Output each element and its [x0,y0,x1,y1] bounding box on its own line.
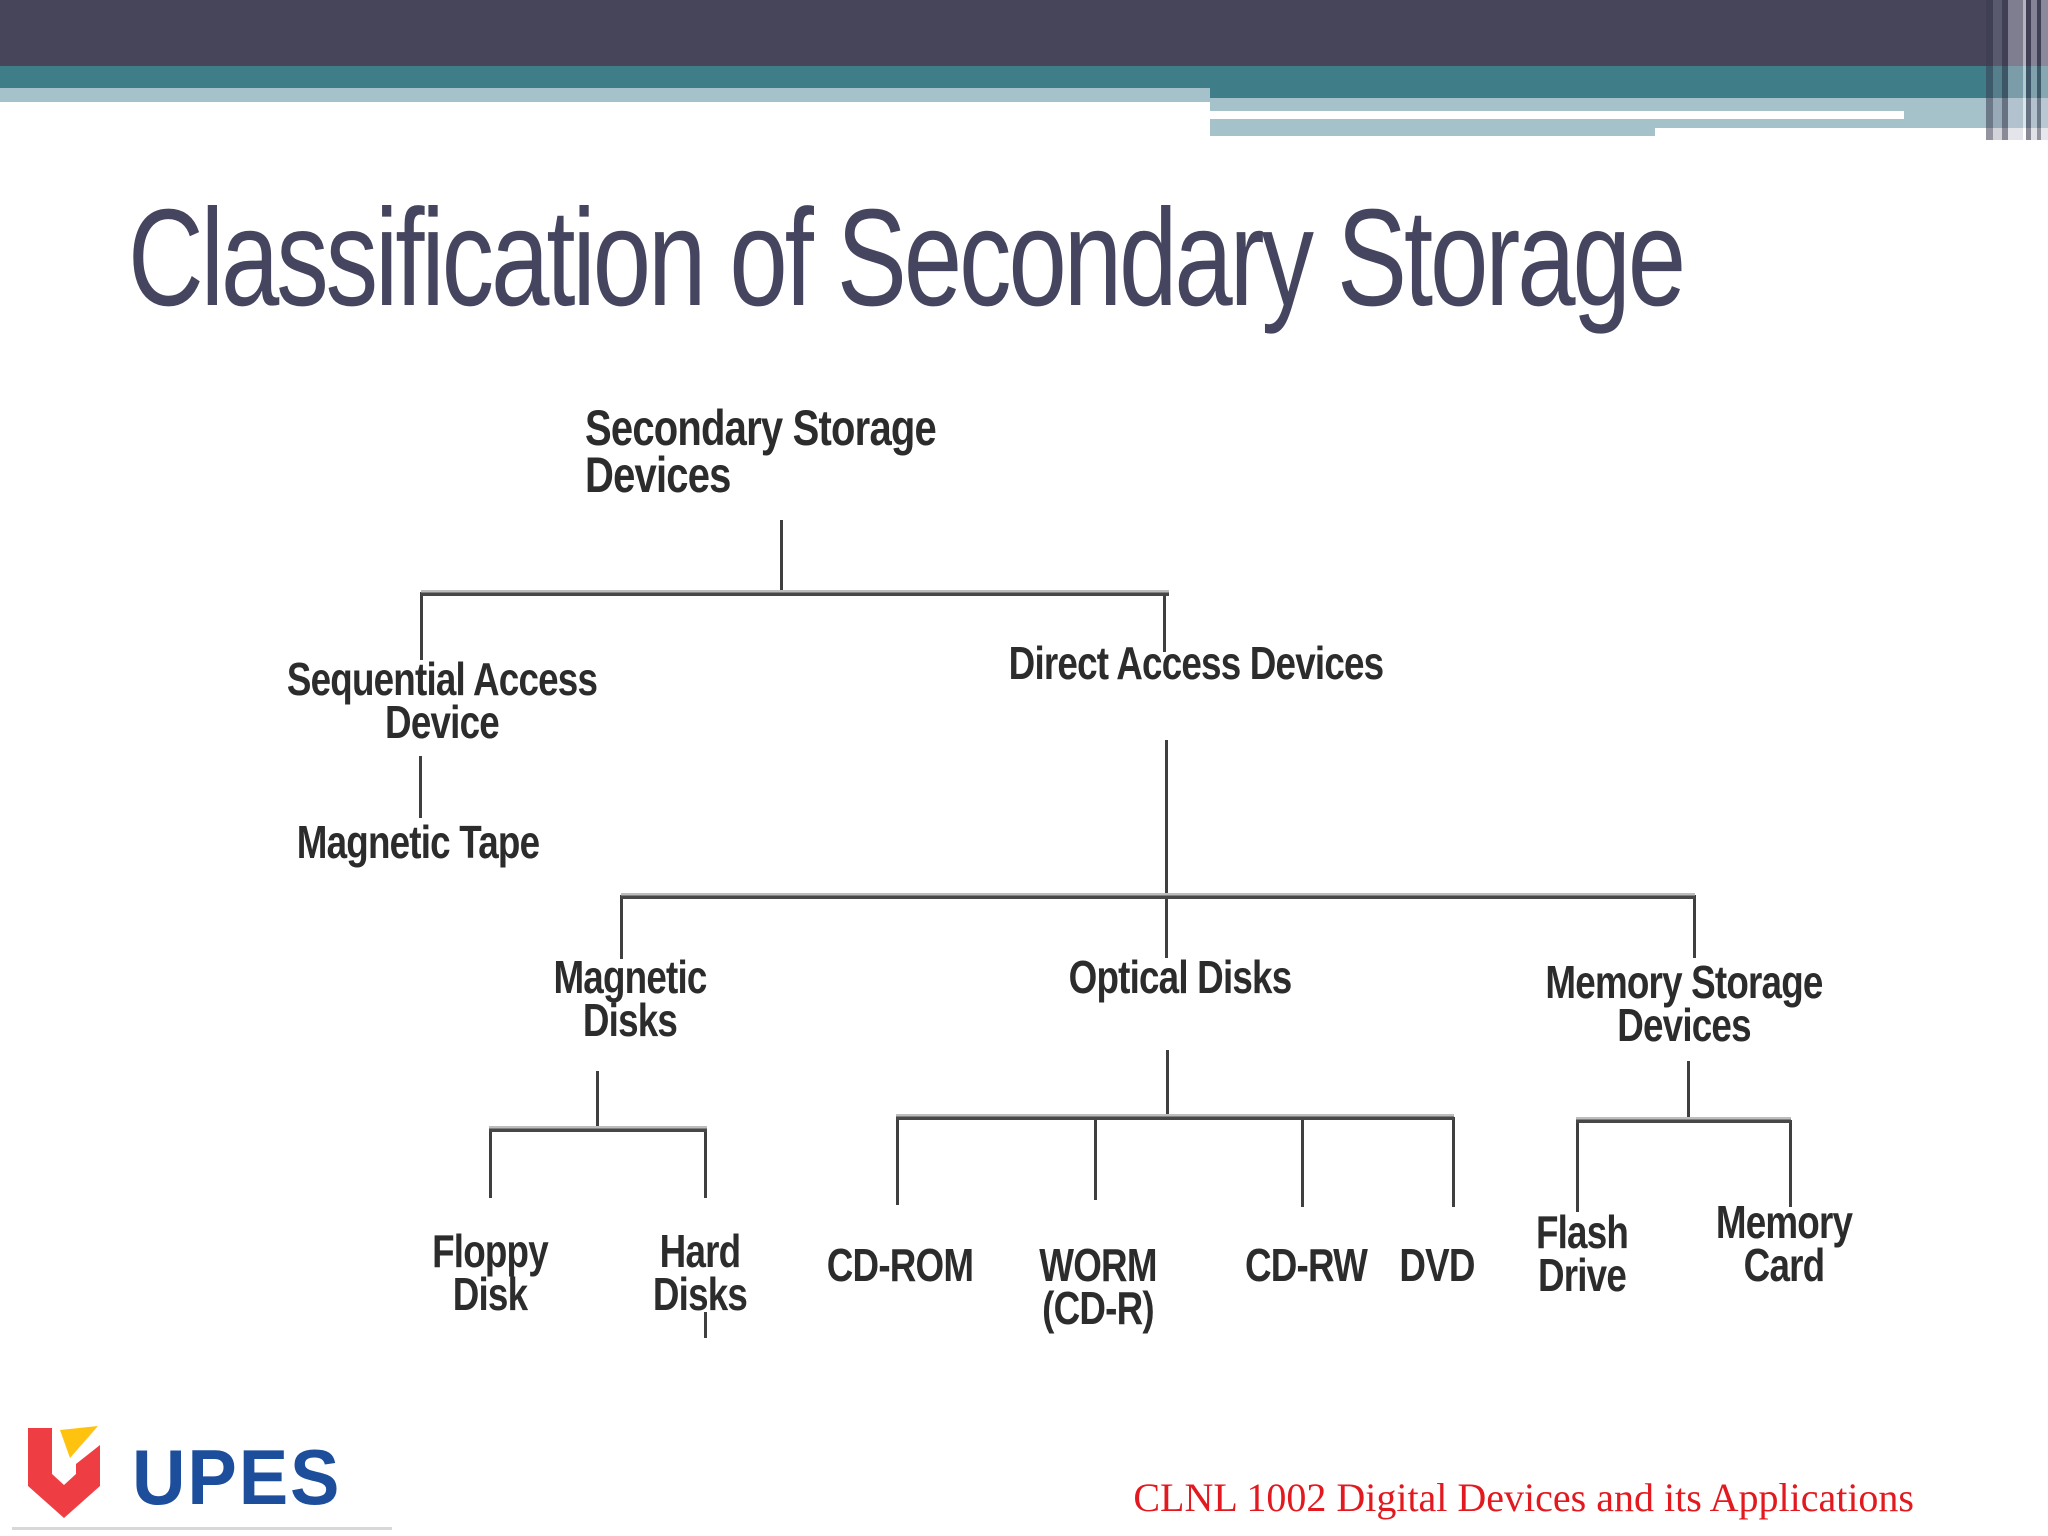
node-floppy-disk: Floppy Disk [432,1225,549,1321]
node-flash-drive: Flash Drive [1535,1206,1629,1302]
header-notch-white [1655,128,2048,136]
header-stripe-light [0,88,1210,102]
course-label: CLNL 1002 Digital Devices and its Applic… [1133,1475,1914,1520]
node-dvd: DVD [1399,1239,1475,1291]
connector-bar [421,590,1169,596]
node-secondary-storage-devices: Secondary Storage Devices [585,400,937,503]
node-cd-rom: CD-ROM [826,1239,974,1291]
node-magnetic-tape: Magnetic Tape [296,816,540,868]
node-sequential-access-device: Sequential Access Device [286,653,598,749]
connector-line [419,756,422,818]
connector-line [1165,740,1168,958]
connector-line [1163,592,1166,652]
connector-bar [896,1114,1454,1120]
connector-line [1576,1120,1579,1212]
connector-line [1166,1050,1169,1118]
node-memory-storage-devices: Memory Storage Devices [1545,956,1823,1052]
connector-bar [1576,1117,1791,1123]
connector-bar [621,893,1695,899]
connector-line [704,1128,707,1198]
connector-line [420,592,423,660]
node-memory-card: Memory Card [1715,1196,1853,1292]
connector-line [489,1128,492,1198]
connector-line [704,1312,707,1338]
page-title: Classification of Secondary Storage [128,181,1686,335]
connector-line [1687,1061,1690,1121]
connector-line [1693,895,1696,958]
connector-line [780,520,783,592]
connector-line [896,1117,899,1205]
bottom-divider [12,1527,392,1530]
connector-bar [489,1126,707,1132]
connector-line [620,895,623,959]
connector-line [1301,1117,1304,1207]
upes-logo-text: UPES [132,1433,342,1521]
connector-line [1789,1120,1792,1207]
node-direct-access-devices: Direct Access Devices [1008,637,1384,689]
header-stripe-white [1210,111,1904,119]
connector-line [1094,1117,1097,1200]
node-magnetic-disks: Magnetic Disks [553,951,707,1047]
upes-logo-icon [28,1426,100,1518]
node-optical-disks: Optical Disks [1068,951,1293,1003]
connector-line [1452,1117,1455,1207]
connector-line [596,1071,599,1130]
node-hard-disks: Hard Disks [652,1225,748,1321]
node-worm-cd-r: WORM (CD-R) [1039,1239,1157,1335]
header-bar-dark [0,0,2048,66]
node-cd-rw: CD-RW [1244,1239,1368,1291]
header-vertical-stripes [1986,0,2048,140]
